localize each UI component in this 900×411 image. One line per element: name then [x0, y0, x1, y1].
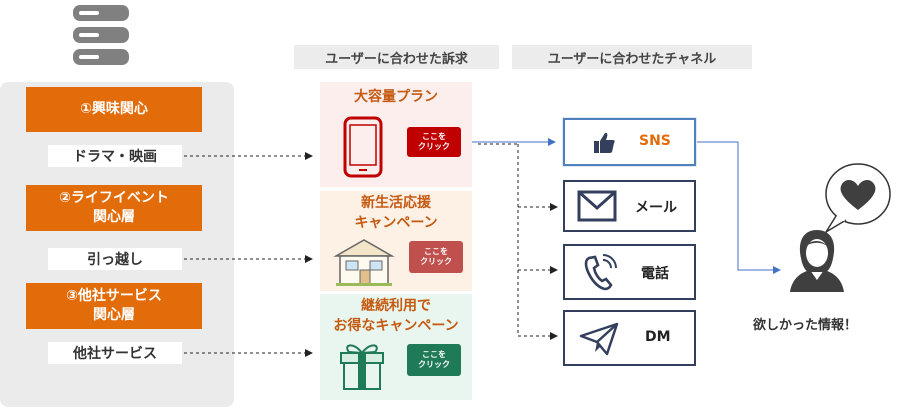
offer-title: 新生活応援 キャンペーン — [354, 195, 438, 232]
header-channel: ユーザーに合わせたチャネル — [512, 45, 752, 69]
gift-box-icon — [337, 337, 387, 391]
cta-button-large-plan[interactable]: ここを クリック — [407, 127, 461, 157]
header-message: ユーザーに合わせた訴求 — [294, 45, 499, 69]
thumbs-up-icon — [589, 128, 619, 162]
channel-dm[interactable]: DM — [563, 310, 696, 366]
segment-life-event-trigger: 引っ越し — [48, 248, 182, 270]
channel-label: メール — [635, 200, 677, 216]
paper-plane-icon — [579, 322, 619, 360]
person-icon — [786, 226, 848, 294]
user-caption: 欲しかった情報！ — [753, 318, 858, 333]
channel-label: 電話 — [641, 266, 669, 282]
phone-icon — [583, 254, 617, 296]
channel-label: DM — [645, 329, 671, 345]
heart-icon — [838, 178, 878, 212]
segment-interest-title: ①興味関心 — [26, 87, 202, 132]
segment-competitor-title: ③他社サービス 関心層 — [26, 283, 202, 329]
smartphone-icon — [343, 116, 383, 178]
segment-interest-trigger: ドラマ・映画 — [48, 145, 182, 167]
offer-title: 継続利用で お得なキャンペーン — [333, 298, 459, 335]
channel-email[interactable]: メール — [563, 180, 696, 232]
channel-sns[interactable]: SNS — [563, 118, 696, 166]
cta-button-loyalty[interactable]: ここを クリック — [407, 344, 461, 376]
segment-competitor-trigger: 他社サービス — [48, 342, 182, 364]
house-icon — [332, 236, 396, 286]
segment-life-event-title: ②ライフイベント 関心層 — [26, 185, 202, 231]
database-icon — [71, 3, 131, 69]
channel-phone[interactable]: 電話 — [563, 244, 696, 300]
cta-button-new-life[interactable]: ここを クリック — [409, 241, 463, 273]
offer-title: 大容量プラン — [354, 89, 438, 105]
envelope-icon — [577, 190, 617, 226]
channel-label: SNS — [639, 133, 671, 149]
